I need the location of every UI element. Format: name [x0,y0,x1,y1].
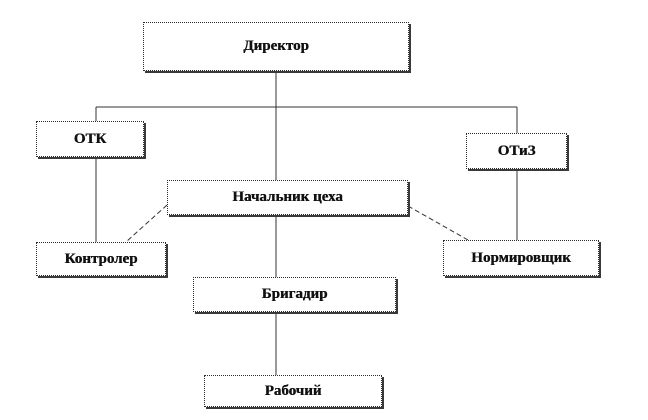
node-otk-label: ОТК [73,130,107,147]
node-worker-label: Рабочий [264,382,322,399]
node-shop-chief: Начальник цеха [167,180,408,215]
node-worker: Рабочий [204,375,382,407]
node-controller: Контролер [36,242,166,276]
node-shop-chief-label: Начальник цеха [232,189,343,205]
node-director: Директор [143,22,409,71]
node-otiz-label: ОТиЗ [497,142,536,159]
node-foreman: Бригадир [193,277,396,312]
node-normer: Нормировщик [443,240,599,276]
node-director-label: Директор [243,38,309,54]
node-foreman-label: Бригадир [261,286,328,302]
node-otk: ОТК [36,121,144,157]
node-normer-label: Нормировщик [471,249,571,266]
connector-chief-controller-dashed [125,204,168,243]
node-controller-label: Контролер [64,250,138,267]
node-otiz: ОТиЗ [466,133,567,169]
connector-chief-normer-dashed [407,205,469,241]
